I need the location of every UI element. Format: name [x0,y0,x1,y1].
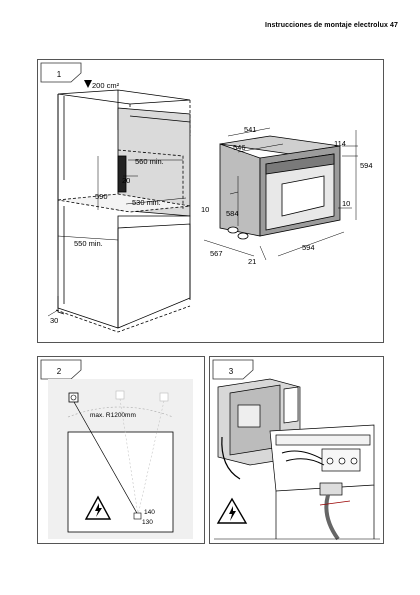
figure-3-drawing: 3 [212,359,380,541]
dim-550: 550 min. [74,239,103,248]
dim-10-left: 10 [201,205,209,214]
dim-ventilation: 200 cm² [92,81,120,90]
socket-faded-icon [159,392,169,402]
figure-1-tab [40,62,82,83]
dim-590: 590 [95,192,108,201]
figure-2-tab [40,359,82,380]
figure-3-number: 3 [229,367,234,376]
socket-icon [68,392,79,403]
dim-567: 567 [210,249,223,258]
page-header: Instrucciones de montaje electrolux 47 [265,22,398,29]
dim-594-bottom: 594 [302,243,315,252]
radius-label: max. R1200mm [90,412,136,419]
figure-3-panel: 3 [209,356,384,544]
dim-21: 21 [248,257,256,266]
figure-3-tab [212,359,254,380]
figure-1-panel: 1 [37,59,384,343]
figure-1-drawing: 1 [40,62,373,333]
dim-546: 546 [233,143,246,152]
figure-1-number: 1 [57,70,62,79]
socket-faded-icon [115,390,125,400]
dim-594-right: 594 [360,161,373,170]
dim-30: 30 [50,316,58,325]
figure-2-drawing: 2 max. R1200mm 140 130 [40,359,193,539]
dim-130: 130 [142,519,153,526]
dim-530: 530 min. [132,198,161,207]
dim-114: 114 [334,139,346,148]
dim-584: 584 [226,209,239,218]
dim-10-right: 10 [342,199,350,208]
dim-20: 20 [122,176,130,185]
electric-warning-icon [84,495,112,520]
vent-arrow-icon [84,80,92,88]
electric-warning-icon [216,497,248,524]
figure-2-panel: 2 max. R1200mm 140 130 [37,356,205,544]
dim-560: 560 min. [135,157,164,166]
dim-140: 140 [144,509,155,516]
figure-2-number: 2 [57,367,62,376]
dim-541: 541 [244,125,257,134]
